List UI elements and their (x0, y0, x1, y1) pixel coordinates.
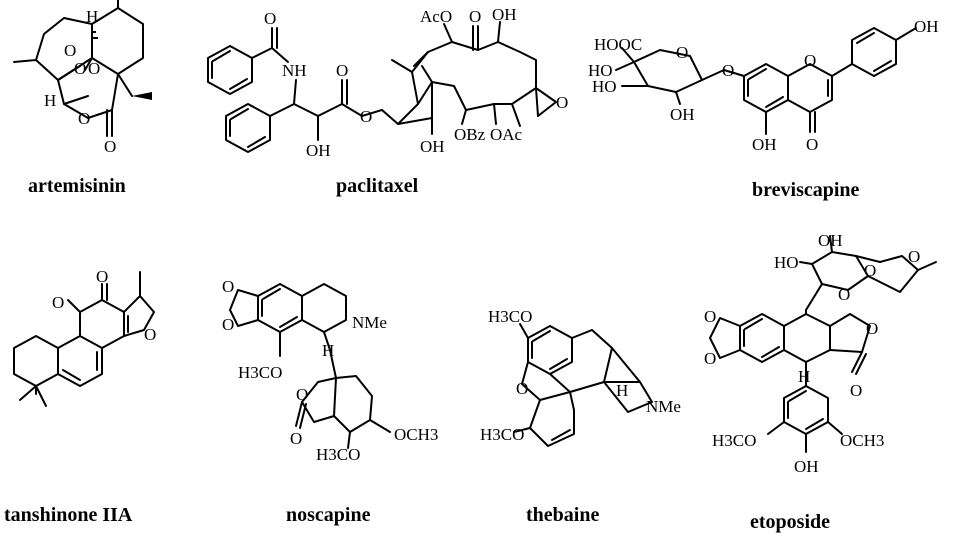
breviscapine-o-keto: O (806, 135, 818, 154)
tanshinone-o-furan: O (144, 325, 156, 344)
tanshinone-o1: O (52, 293, 64, 312)
artemisinin-o4: O (78, 109, 90, 128)
etoposide-oh-bottom: OH (794, 457, 819, 476)
noscapine-nme: NMe (352, 313, 387, 332)
etoposide-o-md1: O (704, 307, 716, 326)
etoposide-ho: HO (774, 253, 799, 272)
paclitaxel-o-keto: O (469, 7, 481, 26)
paclitaxel-o-ester: O (336, 61, 348, 80)
artemisinin-o1: O (64, 41, 76, 60)
breviscapine-o-link: O (722, 61, 734, 80)
thebaine-nme: NMe (646, 397, 681, 416)
breviscapine-oh-5: OH (752, 135, 777, 154)
paclitaxel-aco: AcO (420, 7, 452, 26)
paclitaxel-o-oxetane: O (556, 93, 568, 112)
noscapine-o-lac: O (296, 385, 308, 404)
thebaine-name: thebaine (526, 504, 599, 526)
etoposide-o2: O (908, 247, 920, 266)
etoposide-h: H (798, 367, 810, 386)
paclitaxel-name: paclitaxel (336, 175, 419, 197)
artemisinin-o3: O (88, 59, 100, 78)
etoposide-o-lac: O (866, 319, 878, 338)
etoposide-o3: O (838, 285, 850, 304)
thebaine-h3co1: H3CO (488, 307, 532, 326)
noscapine-h3co: H3CO (238, 363, 282, 382)
etoposide-och3: OCH3 (840, 431, 884, 450)
breviscapine-name: breviscapine (752, 179, 860, 201)
noscapine-h3co2: H3CO (316, 445, 360, 464)
artemisinin-name: artemisinin (28, 175, 126, 197)
paclitaxel-o-amide: O (264, 9, 276, 28)
artemisinin-h1: H (86, 7, 98, 26)
paclitaxel-oh2: OH (492, 5, 517, 24)
tanshinone-structure (13, 271, 155, 407)
etoposide-oh: OH (818, 231, 843, 250)
tanshinone-name: tanshinone IIA (4, 504, 133, 526)
noscapine-och3: OCH3 (394, 425, 438, 444)
thebaine-h: H (616, 381, 628, 400)
paclitaxel-nh: NH (282, 61, 307, 80)
breviscapine-o-ring: O (676, 43, 688, 62)
artemisinin-structure (13, 0, 152, 137)
etoposide-name: etoposide (750, 511, 830, 533)
etoposide-o-keto: O (850, 381, 862, 400)
noscapine-structure (229, 283, 391, 449)
paclitaxel-oac: OAc (490, 125, 523, 144)
artemisinin-h2: H (44, 91, 56, 110)
breviscapine-hooc: HOOC (594, 35, 642, 54)
noscapine-name: noscapine (286, 504, 371, 526)
paclitaxel-oh1: OH (306, 141, 331, 160)
paclitaxel-obz: OBz (454, 125, 486, 144)
breviscapine-structure (615, 27, 917, 135)
breviscapine-ho1: HO (588, 61, 613, 80)
etoposide-structure (709, 235, 937, 453)
etoposide-o1: O (864, 261, 876, 280)
tanshinone-o2: O (96, 267, 108, 286)
noscapine-o2: O (222, 315, 234, 334)
breviscapine-oh-phenol: OH (914, 17, 939, 36)
thebaine-o-bridge: O (516, 379, 528, 398)
thebaine-h3co2: H3CO (480, 425, 524, 444)
breviscapine-o-pyran: O (804, 51, 816, 70)
noscapine-o1: O (222, 277, 234, 296)
paclitaxel-oh3: OH (420, 137, 445, 156)
artemisinin-o2: O (74, 59, 86, 78)
artemisinin-o5: O (104, 137, 116, 156)
noscapine-o-keto: O (290, 429, 302, 448)
breviscapine-ho2: HO (592, 77, 617, 96)
noscapine-h: H (322, 341, 334, 360)
etoposide-o-md2: O (704, 349, 716, 368)
paclitaxel-o-ester2: O (360, 107, 372, 126)
etoposide-h3co: H3CO (712, 431, 756, 450)
paclitaxel-structure (207, 21, 557, 153)
thebaine-structure (513, 323, 653, 447)
breviscapine-oh1: OH (670, 105, 695, 124)
